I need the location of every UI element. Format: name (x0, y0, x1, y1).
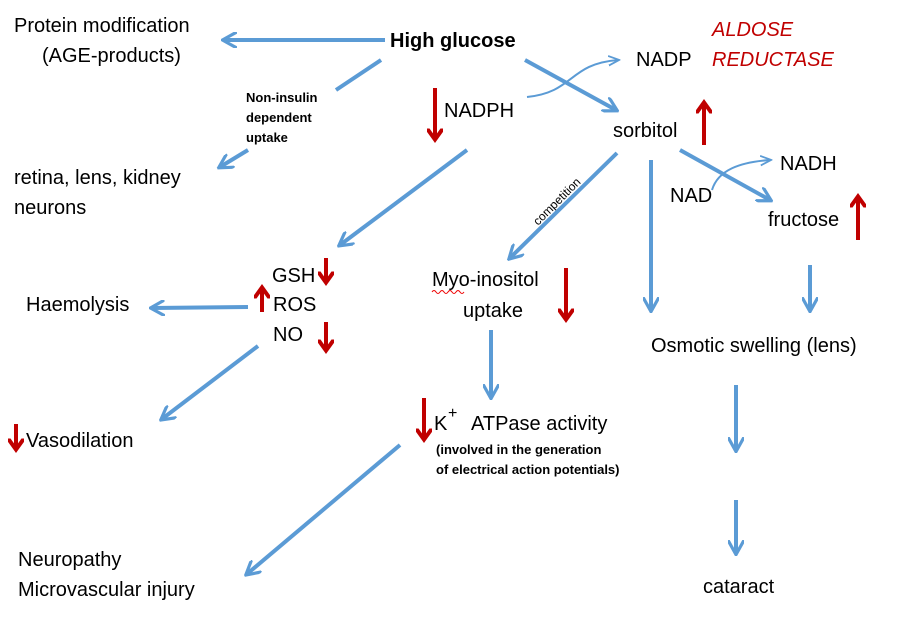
sorbitol-label: sorbitol (613, 120, 677, 142)
arrow-nadph-to-nadp (526, 60, 618, 98)
haemolysis-label: Haemolysis (26, 294, 129, 316)
non-insulin-label-3: uptake (246, 130, 288, 145)
myo-inositol-label: Myo-inositol (432, 269, 539, 291)
k-superscript: + (448, 405, 457, 422)
aldose-label: ALDOSE (711, 19, 794, 41)
non-insulin-label-2: dependent (246, 110, 312, 125)
nadph-label: NADPH (444, 100, 514, 122)
arrow-to-fructose (679, 148, 770, 200)
no-label: NO (273, 324, 303, 346)
retina-label: retina, lens, kidney (14, 167, 181, 189)
arrow-to-myo-inositol (510, 151, 619, 258)
nadp-label: NADP (636, 49, 692, 71)
arrow-to-haemolysis (152, 307, 249, 308)
neuropathy-label: Neuropathy (18, 549, 121, 571)
non-insulin-label: Non-insulin (246, 90, 318, 105)
microvascular-label: Microvascular injury (18, 579, 195, 601)
vasodilation-label: Vasodilation (26, 430, 133, 452)
spellcheck-squiggle (431, 290, 465, 294)
arrow-uptake-segment (334, 58, 383, 92)
arrow-to-neuropathy (247, 443, 402, 574)
arrow-nad-to-nadh (711, 160, 770, 191)
fructose-label: fructose (768, 209, 839, 231)
uptake-label: uptake (463, 300, 523, 322)
arrow-to-vasodilation (162, 344, 260, 419)
neurons-label: neurons (14, 197, 86, 219)
atpase-label: ATPase activity (471, 413, 607, 435)
arrow-to-sorbitol (524, 58, 616, 110)
high-glucose-label: High glucose (390, 30, 516, 52)
competition-label: competition (530, 175, 583, 228)
age-products-label: (AGE-products) (42, 45, 181, 67)
cataract-label: cataract (703, 576, 775, 598)
arrow-to-retina (220, 148, 250, 167)
ros-label: ROS (273, 294, 316, 316)
osmotic-swelling-label: Osmotic swelling (lens) (651, 335, 857, 357)
nad-label: NAD (670, 185, 712, 207)
nadh-label: NADH (780, 153, 837, 175)
involved-label: (involved in the generation (436, 442, 601, 457)
k-label: K (434, 413, 448, 435)
gsh-label: GSH (272, 265, 315, 287)
reductase-label: REDUCTASE (712, 49, 835, 71)
involved-label-2: of electrical action potentials) (436, 462, 620, 477)
arrow-to-gsh (340, 148, 469, 245)
protein-modification-label: Protein modification (14, 15, 190, 37)
